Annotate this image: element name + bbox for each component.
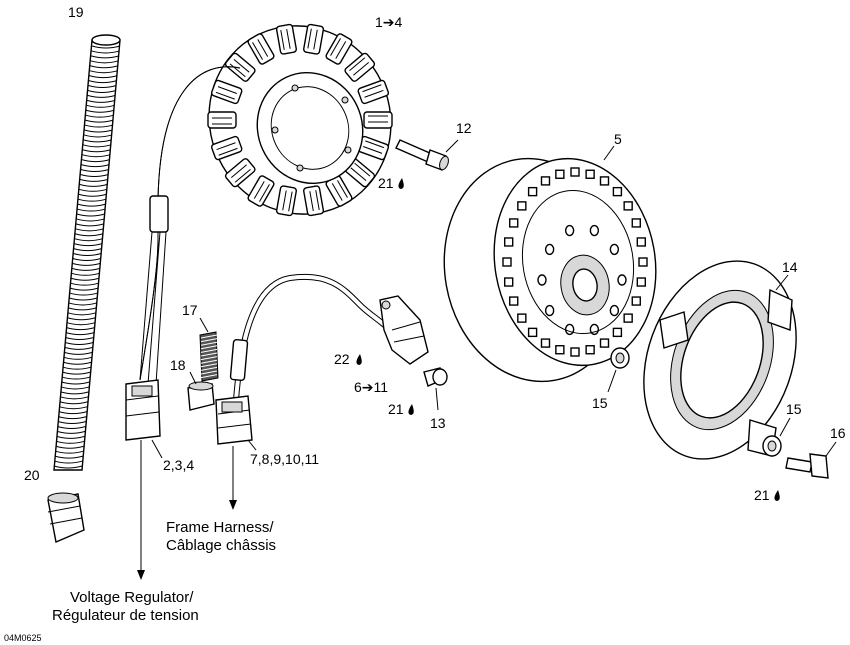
stator-part-1-4[interactable] — [178, 0, 421, 244]
leader-12 — [445, 139, 459, 153]
screw-part-13[interactable] — [423, 367, 448, 387]
callout-1-4: 1➔4 — [375, 14, 403, 30]
diagram-id: 04M0625 — [4, 633, 42, 643]
leader-16 — [825, 441, 837, 457]
leader-17 — [199, 317, 209, 333]
drop-icon — [774, 490, 780, 501]
leader-15-b — [779, 417, 791, 437]
svg-text:21: 21 — [388, 401, 404, 417]
callout-16: 16 — [830, 425, 846, 441]
callout-18: 18 — [170, 357, 186, 373]
frame-harness-caption-fr: Câblage châssis — [166, 537, 276, 554]
drop-icon — [398, 178, 404, 189]
wire-sleeve — [149, 195, 169, 233]
callout-19: 19 — [68, 4, 84, 20]
clamp-part-20[interactable] — [47, 492, 85, 543]
callout-15-b: 15 — [786, 401, 802, 417]
callout-17: 17 — [182, 302, 198, 318]
callout-21-c: 21 — [754, 487, 780, 503]
flywheel-part-5[interactable] — [427, 144, 672, 396]
leader-13 — [435, 387, 439, 411]
arrow-to-voltage-regulator — [137, 440, 145, 580]
drop-icon — [356, 354, 362, 365]
svg-text:22: 22 — [334, 351, 350, 367]
leader-18 — [189, 371, 197, 385]
callout-5: 5 — [614, 131, 622, 147]
leader-5 — [603, 145, 615, 161]
conduit-tube-part-19[interactable] — [53, 34, 121, 471]
callout-6-11: 6➔11 — [354, 379, 388, 395]
callout-22: 22 — [334, 351, 362, 367]
bolt-part-12[interactable] — [395, 139, 450, 171]
washer-part-15-a[interactable] — [610, 347, 630, 369]
connector-part-7-11[interactable] — [215, 395, 253, 445]
frame-harness-caption-en: Frame Harness/ — [166, 519, 274, 536]
callout-20: 20 — [24, 467, 40, 483]
connector-part-2-3-4[interactable] — [125, 379, 161, 441]
leader-2-3-4 — [151, 439, 163, 459]
bolt-part-16[interactable] — [785, 453, 829, 479]
callout-2-3-4: 2,3,4 — [163, 457, 194, 473]
leader-15-a — [607, 369, 617, 393]
callout-14: 14 — [782, 259, 798, 275]
svg-text:21: 21 — [754, 487, 770, 503]
callout-13: 13 — [430, 415, 446, 431]
leader-14 — [775, 274, 789, 291]
clip-part-18[interactable] — [187, 381, 215, 411]
callout-12: 12 — [456, 120, 472, 136]
callout-21-a: 21 — [378, 175, 404, 191]
voltage-regulator-caption-fr: Régulateur de tension — [52, 607, 199, 624]
sensor-part-6-11[interactable] — [379, 295, 429, 365]
callout-21-b: 21 — [388, 401, 414, 417]
leader-7-11 — [247, 439, 257, 451]
ring-part-14[interactable] — [617, 240, 822, 481]
spring-part-17[interactable] — [199, 331, 219, 382]
svg-text:21: 21 — [378, 175, 394, 191]
callout-7-11: 7,8,9,10,11 — [250, 451, 319, 467]
washer-part-15-b[interactable] — [762, 435, 782, 457]
drop-icon — [408, 404, 414, 415]
voltage-regulator-caption-en: Voltage Regulator/ — [70, 589, 194, 606]
callout-15-a: 15 — [592, 395, 608, 411]
arrow-to-frame-harness — [229, 446, 237, 510]
